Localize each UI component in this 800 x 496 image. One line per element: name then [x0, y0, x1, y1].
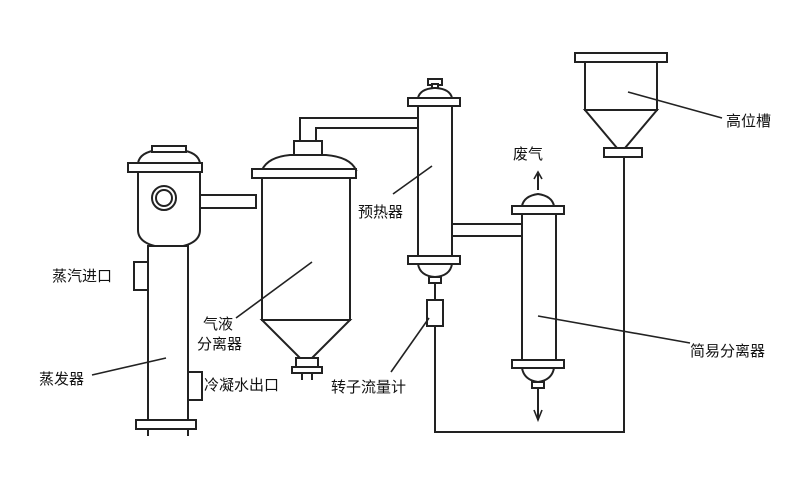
top-vapor-pipe [299, 117, 418, 141]
preheater [407, 78, 461, 284]
label-gas-liquid-separator-line2: 分离器 [197, 335, 243, 353]
label-condensate-outlet: 冷凝水出口 [204, 376, 280, 394]
label-preheater: 预热器 [358, 203, 404, 221]
rotameter [426, 283, 444, 327]
label-high-tank: 高位槽 [726, 112, 772, 130]
feed-line [434, 157, 625, 433]
leader-lines [91, 91, 723, 376]
gas-liquid-separator [251, 140, 358, 380]
simple-separator [511, 170, 565, 423]
high-level-tank [574, 52, 668, 158]
label-exhaust: 废气 [513, 145, 544, 163]
label-evaporator: 蒸发器 [39, 370, 85, 388]
label-steam-inlet: 蒸汽进口 [52, 267, 113, 285]
evaporator [127, 145, 203, 436]
label-gas-liquid-separator-line1: 气液 [203, 315, 234, 333]
vapor-pipe [199, 194, 257, 209]
preheater-separator-pipe [451, 223, 523, 237]
label-rotameter: 转子流量计 [331, 378, 407, 396]
label-simple-separator: 简易分离器 [690, 342, 766, 360]
